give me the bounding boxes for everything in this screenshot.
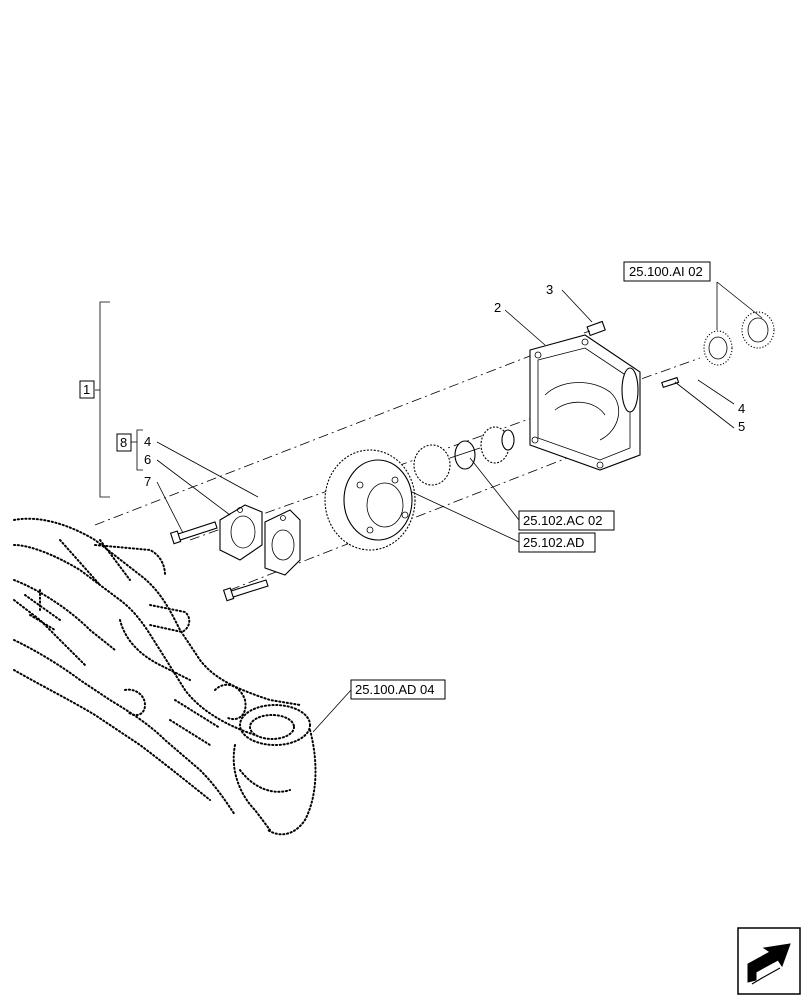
group-bracket-8 [130, 429, 143, 471]
reference-ai02[interactable]: 25.100.AI 02 [623, 261, 711, 282]
callout-6: 6 [144, 452, 151, 467]
callout-7: 7 [144, 474, 151, 489]
callout-labels: 1 2 3 4 5 8 4 6 7 [79, 282, 745, 489]
cap-bolt-upper [169, 521, 218, 545]
callout-4-left: 4 [144, 434, 151, 449]
reference-ad04-label[interactable]: 25.100.AD 04 [355, 682, 435, 697]
reference-ad[interactable]: 25.102.AD [518, 532, 596, 553]
bearing-cap-front [219, 504, 263, 561]
callout-box-8 [116, 433, 132, 452]
callout-4-right: 4 [738, 401, 745, 416]
reference-ad04[interactable]: 25.100.AD 04 [350, 679, 446, 700]
callout-2: 2 [494, 300, 501, 315]
reference-ad-label[interactable]: 25.102.AD [523, 535, 584, 550]
cap-bolt-lower [222, 579, 269, 602]
ring-gear [324, 449, 416, 551]
bolt-part-3 [583, 320, 606, 337]
bearing-cap-rear [264, 509, 301, 576]
axle-housing-outline [13, 517, 317, 836]
callout-8: 8 [120, 435, 127, 450]
arrow-icon[interactable] [737, 927, 801, 995]
reference-ac02[interactable]: 25.102.AC 02 [518, 510, 615, 531]
leader-lines [156, 281, 763, 733]
pin-part-5 [661, 376, 680, 389]
callout-5: 5 [738, 419, 745, 434]
callout-1: 1 [83, 382, 90, 397]
reference-ac02-label[interactable]: 25.102.AC 02 [523, 513, 603, 528]
callout-box-1 [79, 380, 95, 399]
pinion-gear-set [413, 426, 515, 486]
callout-3: 3 [546, 282, 553, 297]
group-bracket-1 [95, 301, 110, 498]
reference-ai02-label[interactable]: 25.100.AI 02 [629, 264, 703, 279]
differential-carrier [529, 334, 641, 471]
bearing-cups [703, 311, 775, 366]
